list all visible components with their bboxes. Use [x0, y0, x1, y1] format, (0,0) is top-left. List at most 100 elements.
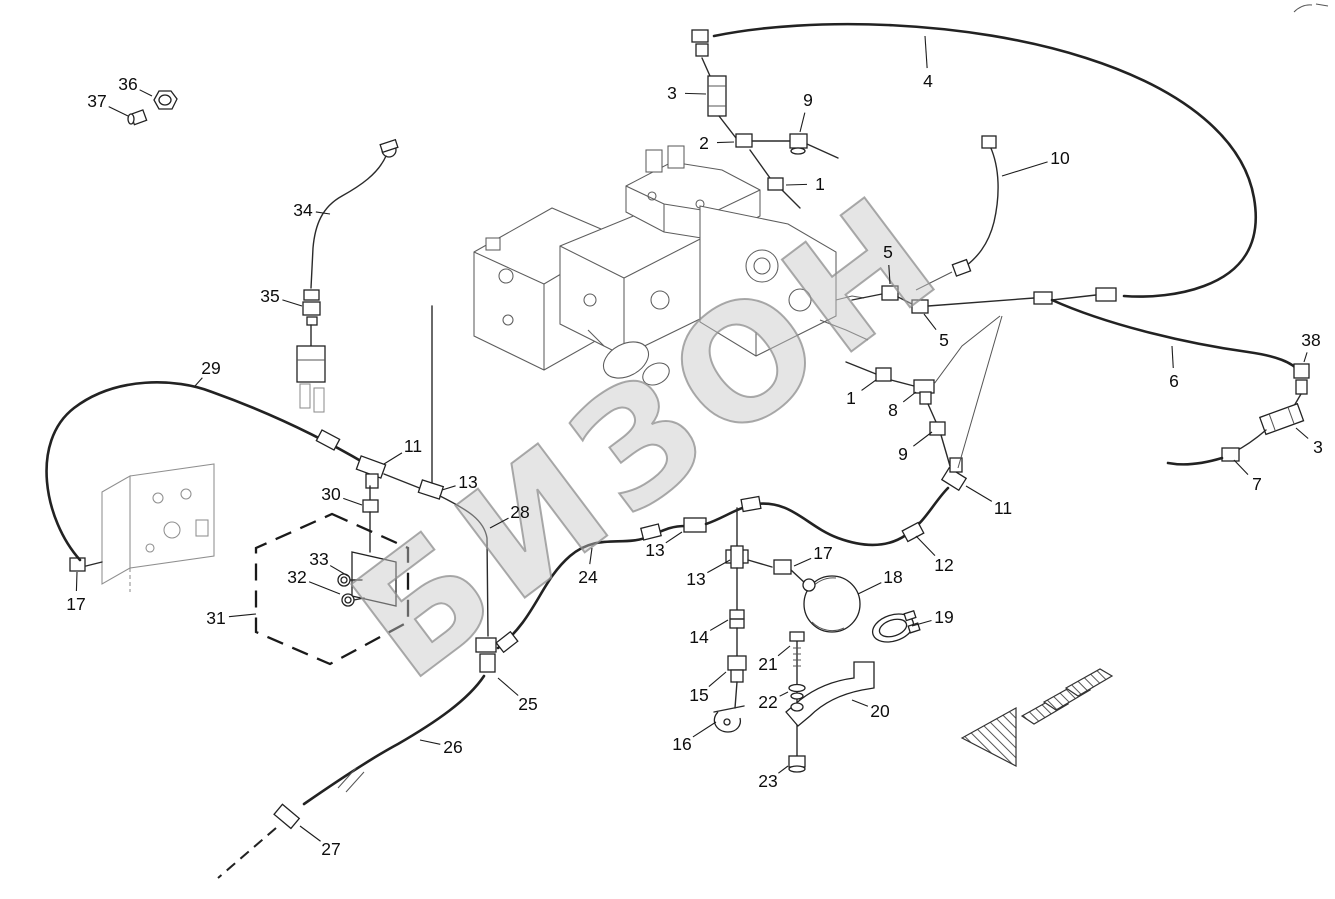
direction-arrow	[960, 668, 1114, 767]
leader-line-32-29	[308, 581, 341, 595]
callout-11-22: 11	[994, 498, 1012, 518]
leader-line-5-10	[888, 264, 891, 285]
callout-13-26: 13	[645, 540, 664, 560]
callout-24-27: 24	[578, 567, 598, 587]
leader-line-2-4	[716, 141, 735, 144]
hose-7	[1166, 456, 1224, 466]
break-marks	[337, 767, 365, 793]
leader-line-11-20	[383, 452, 403, 465]
leader-line-4-5	[924, 35, 928, 69]
callout-3-18: 3	[1313, 437, 1323, 457]
pipe-5-5	[897, 296, 913, 305]
leader-line-31-31	[228, 613, 257, 618]
leader-line-3-2	[684, 92, 707, 95]
leader-line-29-13	[194, 377, 203, 387]
leader-line-10-7	[1001, 161, 1048, 177]
leader-line-5-11	[923, 313, 937, 331]
zone-31-dashed	[254, 512, 410, 666]
callout-13-33: 13	[686, 569, 705, 589]
valve-3-top	[707, 75, 727, 117]
leader-line-23-44	[778, 765, 789, 774]
hose-6	[1050, 298, 1302, 374]
leader-line-37-1	[108, 106, 129, 117]
callout-15-38: 15	[689, 685, 708, 705]
callout-18-34: 18	[883, 567, 902, 587]
pipe-2-1	[749, 149, 771, 179]
leader-line-9-3	[799, 112, 806, 133]
tee-13-a	[417, 479, 445, 500]
callout-17-32: 17	[813, 543, 832, 563]
leader-line-21-37	[777, 645, 791, 657]
pipe-pump-5	[851, 293, 883, 301]
leader-line-33-28	[329, 565, 349, 577]
leader-line-35-9	[282, 299, 303, 307]
diagram-artwork	[45, 3, 1329, 879]
elbow-4-top	[691, 29, 711, 77]
leader-line-19-35	[911, 619, 932, 627]
callout-34-8: 34	[293, 200, 313, 220]
fitting-1-top	[767, 177, 784, 191]
fitting-15	[727, 655, 747, 683]
hose-26-dashed-tail	[217, 827, 277, 879]
leader-line-38-12	[1303, 352, 1308, 363]
callout-21-37: 21	[758, 654, 777, 674]
hose-26	[302, 674, 486, 806]
callout-7-19: 7	[1252, 474, 1262, 494]
fitting-2	[735, 133, 753, 148]
leader-line-6-14	[1171, 345, 1174, 369]
callout-3-2: 3	[667, 83, 677, 103]
callout-6-14: 6	[1169, 371, 1179, 391]
callout-20-40: 20	[870, 701, 890, 721]
hose-guide-16	[713, 705, 745, 733]
fitting-30	[362, 499, 379, 513]
fitting-1-b	[875, 367, 892, 382]
fitting-9-b	[929, 421, 946, 436]
callout-1-15: 1	[846, 388, 856, 408]
callout-13-21: 13	[458, 472, 477, 492]
leader-line-36-0	[139, 89, 153, 97]
callout-12-25: 12	[934, 555, 953, 575]
leader-line-17-32	[793, 557, 812, 567]
callout-5-10: 5	[883, 242, 893, 262]
callout-2-4: 2	[699, 133, 709, 153]
valve-3-right	[1258, 402, 1305, 436]
coupling-29	[315, 429, 341, 451]
pipe-8-up	[933, 315, 1001, 385]
leader-line-1-6	[785, 183, 808, 186]
leader-line-13-26	[665, 531, 683, 544]
coupling-12-left	[740, 495, 762, 513]
elbow-11-right	[940, 457, 968, 492]
leader-line-16-42	[692, 721, 717, 738]
callout-17-30: 17	[66, 594, 85, 614]
pipe-9-pump	[806, 143, 839, 159]
coupling-6-left	[1033, 291, 1053, 305]
leader-line-26-43	[419, 739, 441, 745]
hose-24	[496, 524, 688, 650]
callout-16-42: 16	[672, 734, 691, 754]
plug-37	[127, 109, 148, 126]
construction-line	[957, 315, 1003, 469]
callout-4-5: 4	[923, 71, 933, 91]
leader-line-15-38	[708, 671, 727, 687]
callout-11-20: 11	[404, 436, 422, 456]
callout-25-41: 25	[518, 694, 537, 714]
callout-5-11: 5	[939, 330, 949, 350]
fitting-27	[273, 803, 301, 830]
coupling-12-right	[901, 521, 925, 543]
callout-32-29: 32	[287, 567, 306, 587]
leader-line-17-30	[75, 571, 78, 592]
leader-line-27-45	[299, 825, 321, 842]
tee-11-left	[355, 455, 387, 489]
elbow-38	[1293, 363, 1310, 395]
callout-27-45: 27	[321, 839, 340, 859]
callout-23-44: 23	[758, 771, 777, 791]
leader-line-12-25	[915, 535, 936, 557]
leader-line-9-17	[913, 431, 933, 447]
leader-line-22-39	[779, 691, 789, 697]
nut-23	[788, 755, 806, 773]
leader-line-3-18	[1295, 427, 1309, 439]
leader-line-8-16	[902, 391, 917, 403]
pipe-pump-1b	[845, 361, 877, 375]
